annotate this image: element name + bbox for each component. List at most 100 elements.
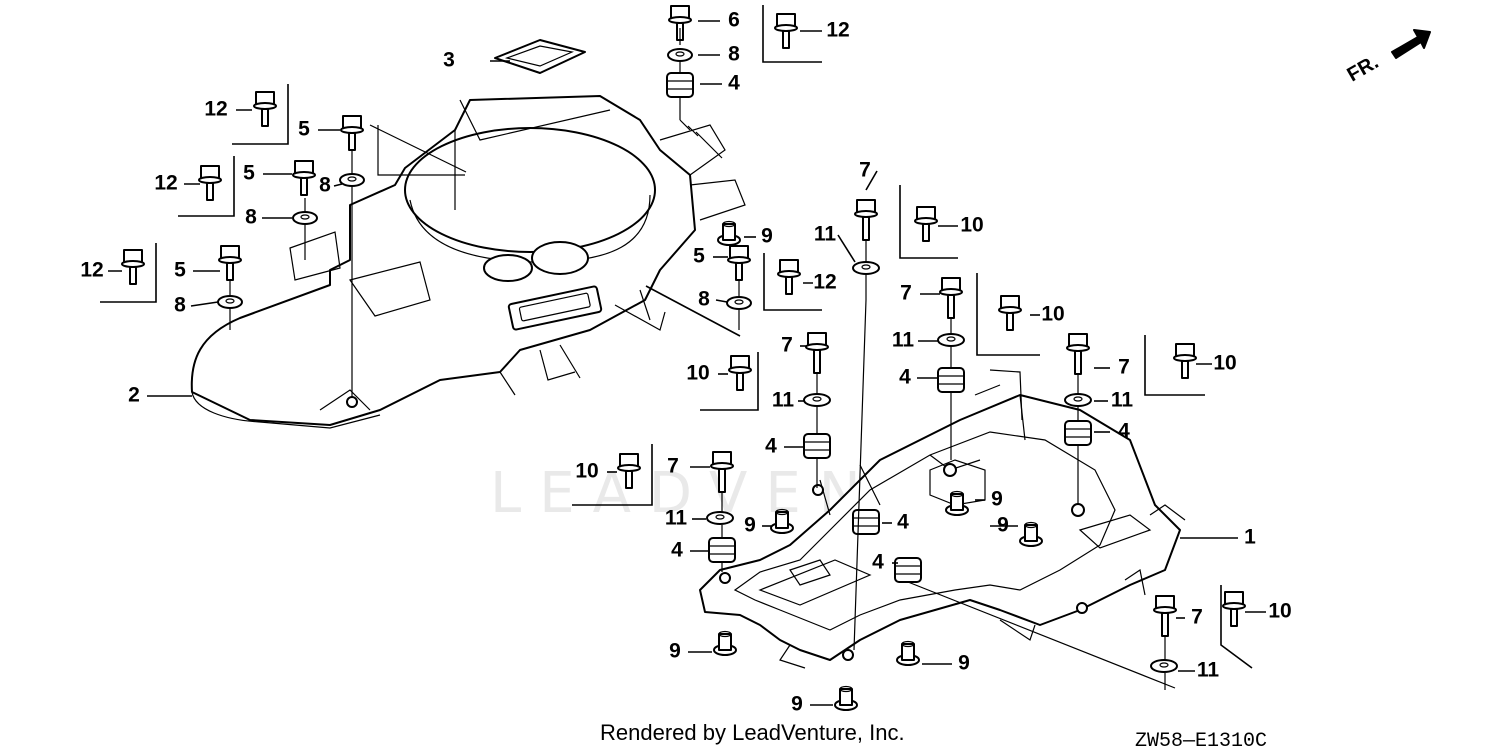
bolt bbox=[774, 13, 798, 49]
bolt bbox=[1222, 591, 1246, 627]
callout-c7c: 7 bbox=[781, 334, 793, 357]
bolt bbox=[1066, 333, 1090, 375]
callout-c10c: 10 bbox=[1213, 352, 1236, 375]
bolt bbox=[1153, 595, 1177, 637]
callout-c5c: 5 bbox=[174, 259, 186, 282]
callout-c9a: 9 bbox=[761, 225, 773, 248]
callout-c7f: 7 bbox=[1191, 606, 1203, 629]
callout-c12a: 12 bbox=[826, 19, 849, 42]
collar bbox=[770, 508, 794, 534]
washer bbox=[1150, 659, 1178, 673]
bolt bbox=[914, 206, 938, 242]
rubber-mount bbox=[666, 72, 694, 98]
bolts bbox=[121, 5, 1246, 637]
collar bbox=[717, 220, 741, 246]
bolt bbox=[617, 453, 641, 489]
callout-c9c: 9 bbox=[997, 514, 1009, 537]
belt-cover-upper bbox=[190, 95, 746, 429]
callout-c8e: 8 bbox=[698, 288, 710, 311]
callout-c6: 6 bbox=[728, 9, 740, 32]
callout-c1: 1 bbox=[1244, 526, 1256, 549]
collar bbox=[1019, 521, 1043, 547]
seal-gasket bbox=[494, 39, 586, 74]
callout-c10d: 10 bbox=[686, 362, 709, 385]
callout-c2: 2 bbox=[128, 384, 140, 407]
credit-line: Rendered by LeadVenture, Inc. bbox=[600, 720, 905, 745]
front-direction-indicator: FR. bbox=[1344, 29, 1431, 86]
callout-c7a: 7 bbox=[859, 159, 871, 182]
washer bbox=[339, 173, 365, 187]
collar bbox=[834, 685, 858, 711]
callout-c10e: 10 bbox=[575, 460, 598, 483]
callout-c9b: 9 bbox=[991, 488, 1003, 511]
bolt bbox=[805, 332, 829, 374]
callout-c12b: 12 bbox=[204, 98, 227, 121]
rubber-mount bbox=[708, 537, 736, 563]
bolt bbox=[121, 249, 145, 285]
rubber-mount bbox=[1064, 420, 1092, 446]
collars bbox=[713, 220, 1043, 711]
callout-c11d: 11 bbox=[1111, 389, 1134, 412]
rubber-mount bbox=[937, 367, 965, 393]
callout-c10b: 10 bbox=[1041, 303, 1064, 326]
leader-lines bbox=[100, 5, 1266, 706]
callout-c4c: 4 bbox=[1118, 420, 1130, 443]
callout-c8a: 8 bbox=[728, 43, 740, 66]
bolt bbox=[198, 165, 222, 201]
bolt bbox=[777, 259, 801, 295]
callout-c12d: 12 bbox=[80, 259, 103, 282]
callout-c3: 3 bbox=[443, 49, 455, 72]
callout-c9f: 9 bbox=[958, 652, 970, 675]
diagram-code: ZW58—E1310C bbox=[1135, 730, 1267, 749]
bolt bbox=[1173, 343, 1197, 379]
bolt bbox=[939, 277, 963, 319]
callout-c4b: 4 bbox=[899, 366, 911, 389]
washer bbox=[1064, 393, 1092, 407]
callout-c7d: 7 bbox=[1118, 356, 1130, 379]
front-arrow-icon bbox=[1391, 29, 1431, 59]
callout-c12c: 12 bbox=[154, 172, 177, 195]
bolt bbox=[728, 355, 752, 391]
callout-c5b: 5 bbox=[243, 162, 255, 185]
washer bbox=[803, 393, 831, 407]
callout-c11a: 11 bbox=[814, 223, 837, 246]
callout-c8d: 8 bbox=[174, 294, 186, 317]
rubber-mount bbox=[852, 509, 880, 535]
washer bbox=[292, 211, 318, 225]
callout-c9e: 9 bbox=[669, 640, 681, 663]
bolt bbox=[340, 115, 364, 151]
callout-c11e: 11 bbox=[665, 507, 688, 530]
callout-c9d: 9 bbox=[744, 514, 756, 537]
washer bbox=[217, 295, 243, 309]
callout-c11b: 11 bbox=[892, 329, 915, 352]
bolt bbox=[727, 245, 751, 281]
bolt bbox=[710, 451, 734, 493]
callout-c10a: 10 bbox=[960, 214, 983, 237]
rubber-mount bbox=[803, 433, 831, 459]
collar bbox=[896, 640, 920, 666]
bolt bbox=[998, 295, 1022, 331]
callout-c4a: 4 bbox=[728, 72, 740, 95]
assembly-lines bbox=[229, 28, 1176, 690]
callout-c8b: 8 bbox=[319, 174, 331, 197]
callout-c4g: 4 bbox=[872, 551, 884, 574]
washer bbox=[706, 511, 734, 525]
callout-c5a: 5 bbox=[298, 118, 310, 141]
callout-c10f: 10 bbox=[1268, 600, 1291, 623]
callout-c12e: 12 bbox=[813, 271, 836, 294]
front-label: FR. bbox=[1344, 51, 1383, 86]
washer bbox=[726, 296, 752, 310]
callout-c7b: 7 bbox=[900, 282, 912, 305]
bolt bbox=[218, 245, 242, 281]
callout-c7e: 7 bbox=[667, 455, 679, 478]
callout-c8c: 8 bbox=[245, 206, 257, 229]
rubber-mount bbox=[894, 557, 922, 583]
callout-c9g: 9 bbox=[791, 693, 803, 716]
washer bbox=[852, 261, 880, 275]
bolt bbox=[253, 91, 277, 127]
callout-c4d: 4 bbox=[765, 435, 777, 458]
callout-c11c: 11 bbox=[772, 389, 795, 412]
callout-c5d: 5 bbox=[693, 245, 705, 268]
